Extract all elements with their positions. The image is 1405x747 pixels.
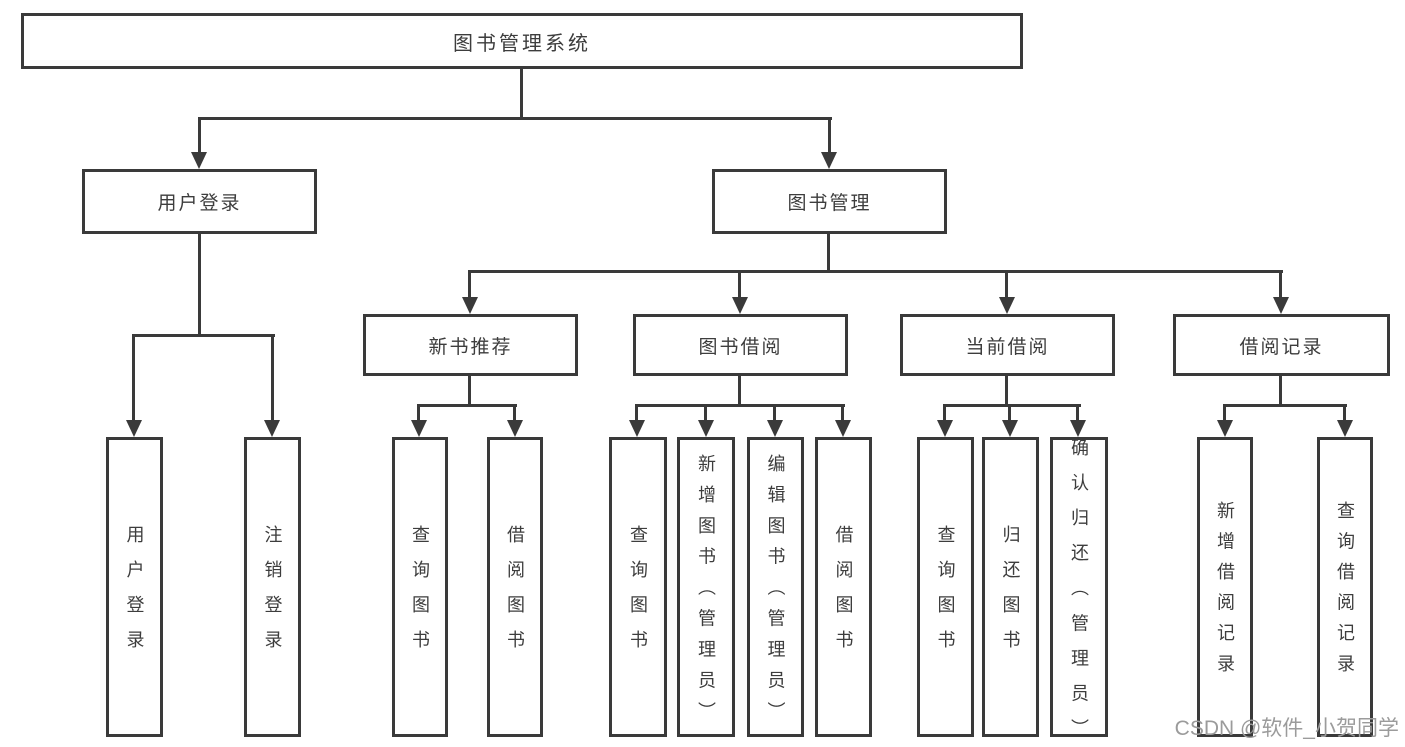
arrowhead-g2-1 <box>411 420 427 437</box>
leaf-query-books-current-label: 查询图书 <box>935 525 956 666</box>
connector-stem-user-login <box>198 117 201 154</box>
leaf-borrow-books: 借阅图书 <box>815 437 872 737</box>
leaf-borrow-books-label: 借阅图书 <box>833 525 854 666</box>
leaf-user-login: 用户登录 <box>106 437 163 737</box>
connector-stem-g3-1 <box>635 404 638 422</box>
node-book-management-label: 图书管理 <box>787 193 872 214</box>
leaf-query-borrow-record: 查询借阅记录 <box>1317 437 1373 737</box>
leaf-logout: 注销登录 <box>244 437 301 737</box>
arrowhead-user-login <box>191 152 207 169</box>
connector-stem-g2-2 <box>513 404 516 422</box>
leaf-add-borrow-record-label: 新增借阅记录 <box>1215 501 1235 686</box>
arrowhead-g3-4 <box>835 420 851 437</box>
node-book-borrow: 图书借阅 <box>633 314 848 376</box>
node-book-management: 图书管理 <box>712 169 947 234</box>
arrowhead-current-borrow <box>999 297 1015 314</box>
arrowhead-g3-1 <box>629 420 645 437</box>
arrowhead-new-book <box>462 297 478 314</box>
arrowhead-g4-2 <box>1002 420 1018 437</box>
node-user-login-label: 用户登录 <box>157 193 242 214</box>
connector-stem-g2-1 <box>417 404 420 422</box>
leaf-add-borrow-record: 新增借阅记录 <box>1197 437 1253 737</box>
node-book-borrow-label: 图书借阅 <box>698 336 783 358</box>
node-current-borrow: 当前借阅 <box>900 314 1115 376</box>
arrowhead-g3-3 <box>767 420 783 437</box>
connector-root-trunk <box>520 68 523 120</box>
connector-stem-g3-3 <box>773 404 776 422</box>
node-current-borrow-label: 当前借阅 <box>965 336 1050 358</box>
arrowhead-book-management <box>821 152 837 169</box>
leaf-query-books-borrow-label: 查询图书 <box>628 525 648 666</box>
node-new-book-recommend-label: 新书推荐 <box>428 336 513 358</box>
arrowhead-leaf-logout <box>264 420 280 437</box>
arrowhead-g3-2 <box>698 420 714 437</box>
connector-stem-book-management <box>828 117 831 154</box>
node-new-book-recommend: 新书推荐 <box>363 314 578 376</box>
leaf-user-login-label: 用户登录 <box>124 525 145 666</box>
node-borrow-record: 借阅记录 <box>1173 314 1390 376</box>
leaf-edit-books-admin-label: 编辑图书（管理员） <box>765 454 786 733</box>
connector-stem-g5-1 <box>1223 404 1226 422</box>
arrowhead-g4-1 <box>937 420 953 437</box>
node-user-login: 用户登录 <box>82 169 317 234</box>
node-root: 图书管理系统 <box>21 13 1023 69</box>
leaf-borrow-books-recommend-label: 借阅图书 <box>505 525 525 666</box>
leaf-return-books-label: 归还图书 <box>1000 525 1021 666</box>
connector-stem-g3-4 <box>841 404 844 422</box>
connector-stem-g3-2 <box>704 404 707 422</box>
connector-user-login-rail <box>132 334 275 337</box>
arrowhead-g4-3 <box>1070 420 1086 437</box>
arrowhead-book-borrow <box>732 297 748 314</box>
arrowhead-g2-2 <box>507 420 523 437</box>
connector-stem-leaf-user-login <box>132 334 135 422</box>
watermark: CSDN @软件_小贺同学 <box>1174 717 1399 740</box>
connector-level3-rail <box>468 270 1283 273</box>
arrowhead-g5-1 <box>1217 420 1233 437</box>
connector-stem-current-borrow <box>1005 270 1008 299</box>
node-root-label: 图书管理系统 <box>453 32 591 55</box>
arrowhead-g5-2 <box>1337 420 1353 437</box>
leaf-confirm-return-admin: 确认归还（管理员） <box>1050 437 1108 747</box>
connector-stem-g4-3 <box>1076 404 1079 422</box>
leaf-add-books-admin-label: 新增图书（管理员） <box>696 454 716 733</box>
connector-stem-g5-2 <box>1343 404 1346 422</box>
leaf-borrow-books-recommend: 借阅图书 <box>487 437 543 737</box>
connector-new-book-rail <box>417 404 517 407</box>
connector-book-borrow-rail <box>635 404 845 407</box>
leaf-query-books-current: 查询图书 <box>917 437 974 737</box>
connector-new-book-trunk <box>468 376 471 407</box>
connector-book-borrow-trunk <box>738 376 741 407</box>
connector-stem-g4-2 <box>1008 404 1011 422</box>
connector-borrow-record-trunk <box>1279 376 1282 407</box>
leaf-query-books-recommend: 查询图书 <box>392 437 448 737</box>
connector-level2-rail <box>198 117 832 120</box>
connector-borrow-record-rail <box>1223 404 1347 407</box>
leaf-confirm-return-admin-label: 确认归还（管理员） <box>1069 437 1089 747</box>
connector-current-borrow-trunk <box>1005 376 1008 407</box>
arrowhead-leaf-user-login <box>126 420 142 437</box>
leaf-return-books: 归还图书 <box>982 437 1039 737</box>
arrowhead-borrow-record <box>1273 297 1289 314</box>
node-borrow-record-label: 借阅记录 <box>1239 336 1324 358</box>
connector-stem-leaf-logout <box>271 334 274 422</box>
connector-stem-book-borrow <box>738 270 741 299</box>
leaf-add-books-admin: 新增图书（管理员） <box>677 437 735 737</box>
leaf-edit-books-admin: 编辑图书（管理员） <box>747 437 804 737</box>
connector-stem-new-book <box>468 270 471 299</box>
connector-stem-g4-1 <box>943 404 946 422</box>
leaf-query-books-borrow: 查询图书 <box>609 437 667 737</box>
connector-book-management-trunk <box>827 234 830 273</box>
leaf-query-books-recommend-label: 查询图书 <box>410 525 430 666</box>
leaf-query-borrow-record-label: 查询借阅记录 <box>1335 501 1355 686</box>
leaf-logout-label: 注销登录 <box>262 525 283 666</box>
connector-current-borrow-rail <box>943 404 1081 407</box>
connector-user-login-trunk <box>198 234 201 337</box>
connector-stem-borrow-record <box>1279 270 1282 299</box>
